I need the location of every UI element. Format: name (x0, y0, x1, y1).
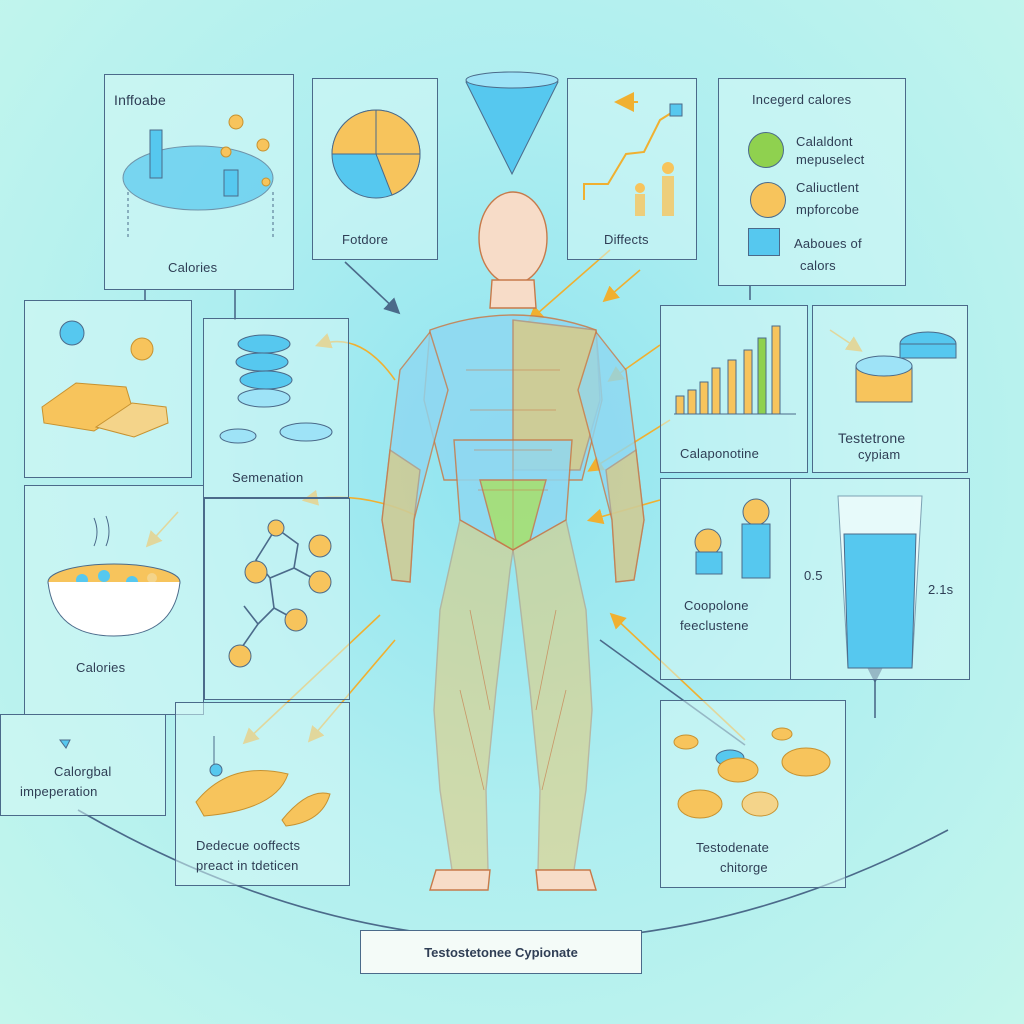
legend-swatch-orange (750, 182, 786, 218)
panel-caption: Fotdore (342, 232, 389, 247)
legend-label: Aaboues of (794, 236, 862, 251)
bread-illustration (41, 320, 169, 438)
panel-caption: Calories (76, 660, 126, 675)
molecule-illustration (228, 519, 332, 668)
glass-right-value: 2.1s (928, 582, 954, 597)
legend-label: mpforcobe (796, 202, 860, 217)
panel-text-line: Calorgbal (54, 764, 112, 779)
legend-swatch-green (748, 132, 784, 168)
panel-caption: Calaponotine (680, 446, 760, 461)
panel-heading: Inffoabe (114, 92, 166, 108)
legend-label: Caliuctlent (796, 180, 859, 195)
legend-swatch-blue (748, 228, 780, 256)
flag-icon (59, 739, 71, 749)
funnel-icon (465, 71, 559, 176)
legend-label: Calaldont (796, 134, 853, 149)
plate-scale-illustration (122, 114, 274, 240)
pie-illustration (331, 109, 421, 199)
trend-people-illustration (583, 92, 683, 216)
panel-caption: Diffects (604, 232, 649, 247)
panel-text-line: chitorge (720, 860, 768, 875)
legend-label: calors (800, 258, 836, 273)
panel-calorgbal (0, 714, 166, 816)
panel-caption: Semenation (232, 470, 304, 485)
panel-text-line: Dedecue ooffects (196, 838, 301, 853)
diagram-title: Testostetonee Cypionate (360, 930, 642, 974)
panel-divider (790, 478, 791, 680)
bread-loaf-illustration (195, 736, 331, 827)
snacks-illustration (673, 727, 831, 819)
panel-text-line: cypiam (858, 447, 901, 462)
tablets-illustration (694, 498, 771, 579)
glass-left-value: 0.5 (804, 568, 823, 583)
panel-caption: Calories (168, 260, 218, 275)
panel-text-line: Testodenate (696, 840, 770, 855)
bowl-illustration (47, 515, 181, 637)
panel-text-line: preact in tdeticen (196, 858, 299, 873)
human-anatomy-figure (381, 191, 645, 891)
legend-heading: Incegerd calores (752, 92, 852, 107)
pill-bottle-illustration (855, 331, 957, 403)
pill-stack-illustration (219, 334, 333, 444)
panel-text-line: feeclustene (680, 618, 749, 633)
bar-chart-illustration (674, 325, 796, 415)
legend-label: mepuselect (796, 152, 865, 167)
panel-text-line: Coopolone (684, 598, 749, 613)
panel-text-line: Testetrone (838, 430, 906, 446)
water-glass-illustration (837, 495, 923, 669)
panel-text-line: impeperation (20, 784, 98, 799)
